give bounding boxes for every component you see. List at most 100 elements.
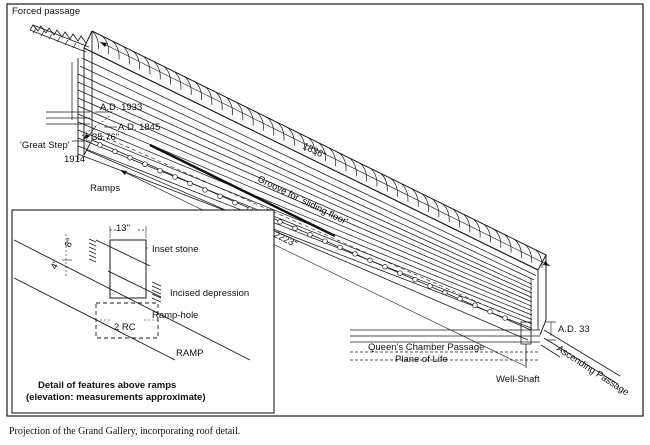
roof-tile [184,76,192,95]
inset-label-depression: Incised depression [170,288,249,299]
gallery-course-line [77,73,533,285]
roof-tile [225,96,233,116]
roof-tile [360,163,368,182]
label-great-step: 'Great Step' [20,140,70,151]
roof-tile [122,46,130,65]
ramp-hole-mark [502,315,508,321]
inset-title-1: Detail of features above ramps [38,380,176,391]
roof-tile [411,188,419,207]
label-plane-of-life: Plane of Life [395,354,448,365]
roof-tile [102,35,110,55]
ramp-hole-mark [367,257,373,263]
roof-tile [463,214,471,233]
ramp-hole-mark [157,167,163,174]
dim-1836-line [99,41,551,267]
gallery-course-line [77,89,533,294]
inset-label-ramp-hole: Ramp-hole [152,310,198,321]
ramp-hole-mark [97,142,103,148]
gallery-course-line [77,137,533,320]
ramp-hole-mark [277,219,283,225]
ramp-hole-mark [202,187,208,193]
roof-tile [329,147,337,167]
roof-tile [143,56,151,75]
gallery-course-line [81,57,537,276]
ramp-hole-mark [232,200,238,206]
great-step-leaders [46,111,117,152]
ramp-hole-mark [352,251,358,257]
lower-passages [350,321,621,385]
label-ad-1933: A.D. 1933 [100,102,142,113]
roof-tile [401,183,409,202]
label-forced-passage: Forced passage [12,6,80,17]
ramp-line [85,149,529,341]
label-year-1914: 1914 [64,154,85,165]
roof-tile [91,30,99,50]
groove-line [149,143,336,238]
roof-tile [287,127,295,146]
diagram-frame [6,3,644,417]
ramp-hole-mark [412,276,418,283]
ramp-hole-mark [442,289,448,296]
ramp-hole-mark [382,264,388,270]
gallery-course-line [77,81,533,290]
gallery-course-line [83,47,539,271]
roof-tiles [91,30,543,269]
ramp-hole-mark [292,225,298,231]
roof-tile [380,173,388,192]
gallery-course-line [77,153,533,329]
ramp-hole-mark [187,180,193,187]
roof-tile [133,51,141,70]
label-queens-passage: Queen's Chamber Passage [368,342,484,353]
ramp-hole-mark [457,296,463,302]
roof-tile [163,66,171,85]
roof-tile [112,40,120,60]
roof-tile [432,198,440,218]
ramp-hole-mark [112,148,118,155]
roof-tile [215,91,223,111]
roof-tile [298,132,306,151]
ramp-hole-mark [127,155,133,161]
gallery-course-line [77,97,533,298]
inset-title-2: (elevation: measurements approximate) [26,392,206,403]
forced-passage [29,24,90,53]
gallery-course-line [77,105,533,303]
label-angle-3576: 35.76" [92,132,119,143]
inset-label-13: 13" [116,223,130,234]
roof-tile [535,249,543,269]
hatch-left [88,238,97,263]
roof-tile [473,219,481,238]
roof-tile [483,224,491,243]
roof-tile [174,71,182,90]
roof-tile [442,203,450,223]
roof-tile [246,107,254,126]
gallery-projection [29,24,621,385]
ramp-hole-mark [472,302,478,308]
ramp-hole-mark [487,308,493,315]
inset-label-2rc: 2 RC [114,322,136,333]
roof-tile [339,152,347,172]
label-ramps: Ramps [90,183,120,194]
ramp-hole-mark [427,283,433,289]
roof-tile [370,168,378,187]
roof-tile [494,229,502,248]
roof-tile [390,178,398,197]
roof-tile [194,81,202,101]
roof-tile [318,142,326,162]
hatch-right [151,281,162,303]
roof-tile [236,102,244,121]
ramp-hole-mark [337,244,343,251]
inset-label-stone: Inset stone [152,244,198,255]
ramp-hole-mark [217,193,223,199]
roof-tile [256,112,264,131]
label-ascending-passage: Ascending Passage [554,343,630,398]
inset-detail-box [11,209,275,414]
ramp-hole-mark [307,232,313,238]
ramp-hole-mark [322,238,328,244]
roof-tile [421,193,429,213]
ramp-hole-mark [172,174,178,180]
label-ad-33: A.D. 33 [558,324,590,335]
dim-1881-line [119,169,526,367]
roof-tile [205,86,213,106]
label-well-shaft: Well-Shaft [496,374,540,385]
